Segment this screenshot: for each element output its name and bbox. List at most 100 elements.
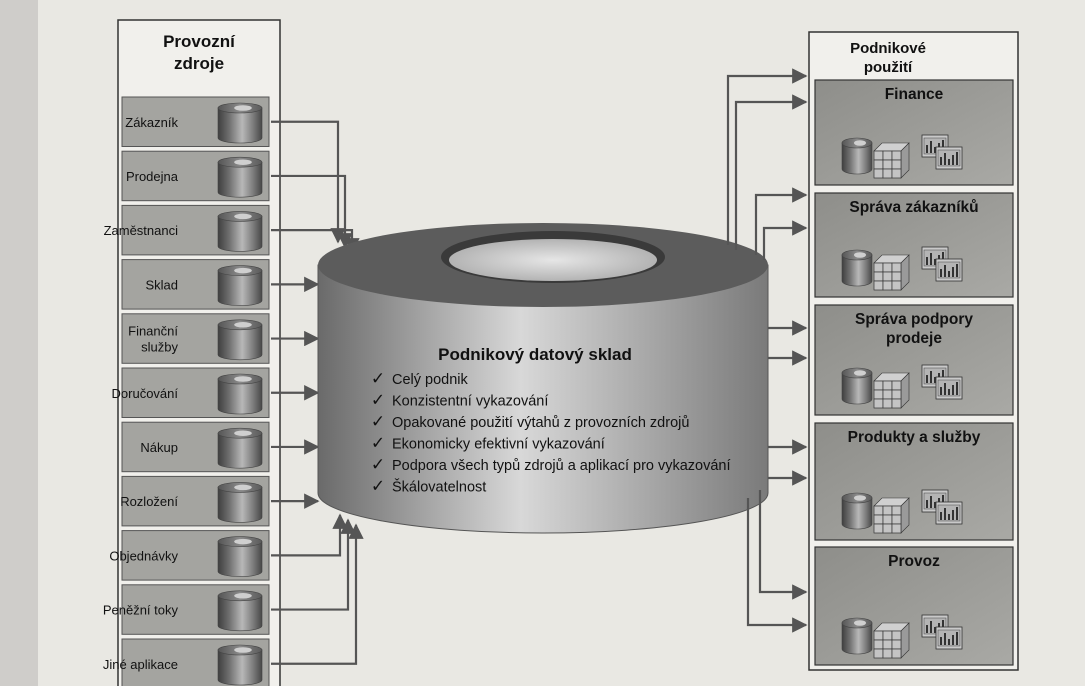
feature-item: ✓ Opakované použití výtahů z provozních z…	[371, 412, 690, 431]
feature-item: ✓ Konzistentní vykazování	[371, 391, 549, 410]
warehouse-title: Podnikový datový sklad	[438, 345, 632, 364]
warehouse-features: ✓ Celý podnik ✓ Konzistentní vykazování ✓ Opa…	[371, 369, 731, 496]
source-item: Prodejna	[121, 150, 270, 202]
use-title: Správa podpory	[855, 311, 973, 328]
flow-arrow	[271, 523, 364, 665]
source-label: služby	[141, 340, 178, 355]
feature-label: Ekonomicky efektivní vykazování	[392, 437, 605, 453]
flow-arrow	[754, 187, 808, 255]
flow-arrow	[271, 120, 346, 244]
warehouse-drum-body	[317, 264, 769, 534]
report-chart-icon	[921, 246, 963, 282]
source-label: Zaměstnanci	[104, 223, 179, 238]
sources-list: ZákazníkProdejnaZaměstnanciSkladFinanční…	[103, 96, 270, 686]
use-card: Provoz	[814, 546, 1014, 666]
feature-item: ✓ Podpora všech typů zdrojů a aplikací pr…	[371, 455, 731, 474]
use-title: Finance	[885, 86, 944, 103]
database-icon	[841, 249, 873, 287]
flow-arrow	[271, 174, 353, 249]
warehouse-drum-hole	[449, 239, 657, 281]
feature-label: Opakované použití výtahů z provozních zd…	[392, 415, 689, 431]
source-item: Objednávky	[109, 530, 270, 581]
uses-title-line2: použití	[864, 59, 913, 76]
database-icon	[217, 427, 263, 469]
report-chart-icon	[921, 489, 963, 525]
source-item: Zaměstnanci	[104, 204, 270, 256]
source-label: Objednávky	[109, 548, 178, 563]
olap-cube-icon	[873, 622, 910, 659]
use-card: Finance	[814, 79, 1014, 186]
source-item: Peněžní toky	[103, 584, 270, 635]
checkmark-icon: ✓	[371, 391, 385, 410]
use-title: prodeje	[886, 330, 942, 347]
use-card: Správa zákazníků	[814, 192, 1014, 298]
source-label: Rozložení	[120, 494, 178, 509]
feature-label: Celý podnik	[392, 372, 469, 388]
olap-cube-icon	[873, 372, 910, 409]
olap-cube-icon	[873, 254, 910, 291]
database-icon	[217, 482, 263, 523]
feature-label: Konzistentní vykazování	[392, 394, 548, 410]
checkmark-icon: ✓	[371, 412, 385, 431]
checkmark-icon: ✓	[371, 455, 385, 474]
database-icon	[841, 367, 873, 405]
warehouse: Podnikový datový sklad ✓ Celý podnik ✓ Konz…	[317, 223, 769, 534]
olap-cube-icon	[873, 142, 910, 179]
checkmark-icon: ✓	[371, 477, 385, 496]
source-item: Rozložení	[120, 475, 270, 527]
feature-item: ✓ Ekonomicky efektivní vykazování	[371, 434, 605, 453]
source-item: Doručování	[112, 367, 270, 418]
database-icon	[217, 102, 263, 144]
checkmark-icon: ✓	[371, 434, 385, 453]
source-label: Zákazník	[125, 115, 178, 130]
uses-title-line1: Podnikové	[850, 40, 926, 57]
source-item: Nákup	[121, 421, 270, 473]
source-item: Sklad	[121, 259, 270, 310]
feature-label: Podpora všech typů zdrojů a aplikací pro…	[392, 458, 731, 474]
flow-arrow	[734, 94, 808, 250]
warehouse-to-uses-arrows	[726, 68, 808, 633]
use-card-frame	[814, 192, 1014, 298]
source-label: Finanční	[128, 324, 178, 339]
use-title: Provoz	[888, 553, 940, 570]
source-to-warehouse-arrows	[271, 120, 364, 665]
source-label: Prodejna	[126, 169, 179, 184]
page-shadow-edge	[0, 0, 38, 686]
feature-label: Škálovatelnost	[392, 479, 486, 496]
database-icon	[841, 137, 873, 175]
database-icon	[217, 536, 263, 577]
use-card: Produkty a služby	[814, 422, 1014, 541]
database-icon	[217, 211, 263, 252]
database-icon	[217, 319, 263, 361]
sources-panel: Provozní zdroje ZákazníkProdejnaZaměstna…	[103, 19, 281, 686]
flow-arrow	[746, 498, 808, 633]
source-label: Doručování	[112, 386, 179, 401]
report-chart-icon	[921, 134, 963, 170]
use-title: Produkty a služby	[848, 429, 981, 446]
report-chart-icon	[921, 614, 963, 650]
use-title: Správa zákazníků	[849, 199, 978, 216]
olap-cube-icon	[873, 497, 910, 534]
flow-arrow	[271, 513, 348, 557]
database-icon	[217, 590, 263, 632]
source-label: Peněžní toky	[103, 603, 179, 618]
flow-arrow	[271, 518, 356, 611]
flow-arrow	[726, 68, 808, 245]
use-card: Správa podpory prodeje	[814, 304, 1014, 416]
report-chart-icon	[921, 364, 963, 400]
database-icon	[217, 156, 263, 198]
flow-arrow	[758, 490, 808, 600]
source-label: Jiné aplikace	[103, 657, 178, 672]
source-item: Jiné aplikace	[103, 638, 270, 686]
database-icon	[217, 644, 263, 686]
source-item: Zákazník	[121, 96, 270, 147]
feature-item: ✓ Škálovatelnost	[371, 477, 486, 496]
database-icon	[217, 373, 263, 415]
database-icon	[217, 265, 263, 306]
database-icon	[841, 492, 873, 530]
checkmark-icon: ✓	[371, 369, 385, 388]
database-icon	[841, 617, 873, 655]
